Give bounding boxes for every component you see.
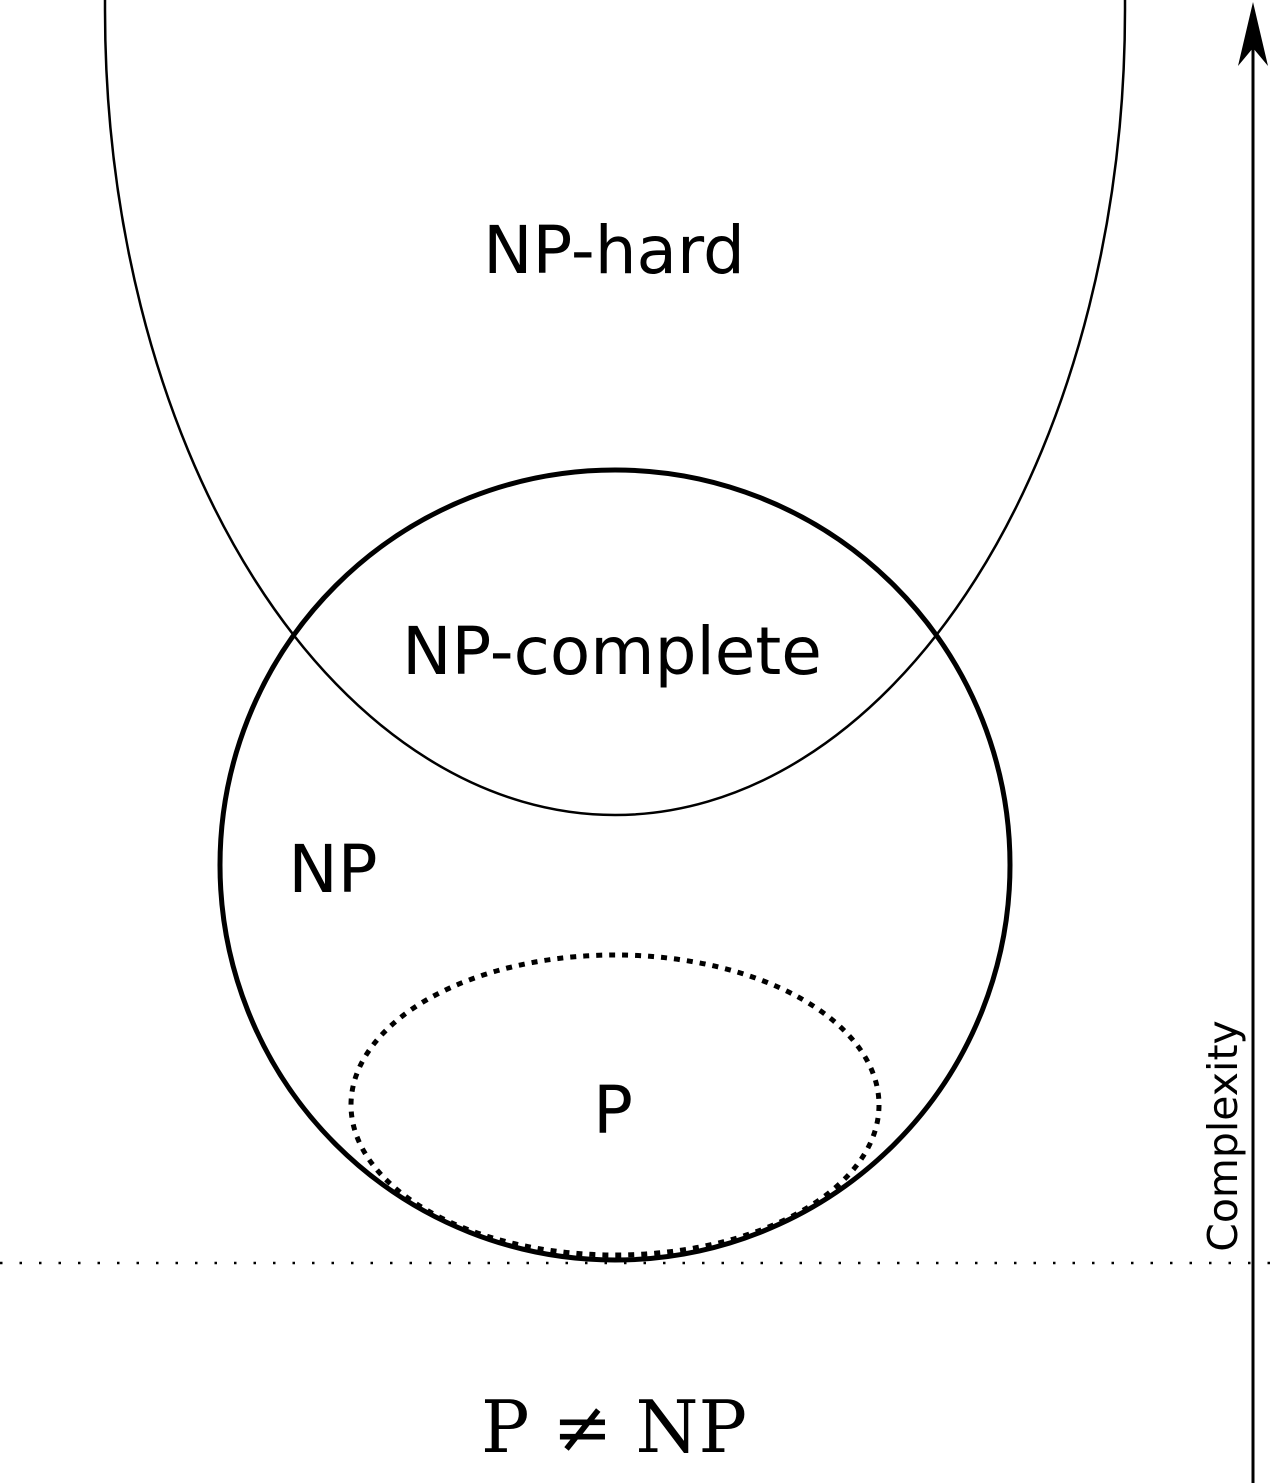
np-label: NP (288, 831, 377, 908)
p-neq-np-caption: P ≠ NP (481, 1385, 747, 1469)
np-circle (217, 467, 1013, 1263)
arrow-up-icon (1238, 2, 1268, 66)
p-ellipse (348, 952, 882, 1258)
complexity-axis-label: Complexity (1199, 1020, 1247, 1252)
np-hard-boundary (103, 0, 1127, 817)
np-hard-label: NP-hard (483, 212, 745, 289)
np-complete-label: NP-complete (402, 613, 822, 690)
p-label: P (593, 1072, 633, 1149)
